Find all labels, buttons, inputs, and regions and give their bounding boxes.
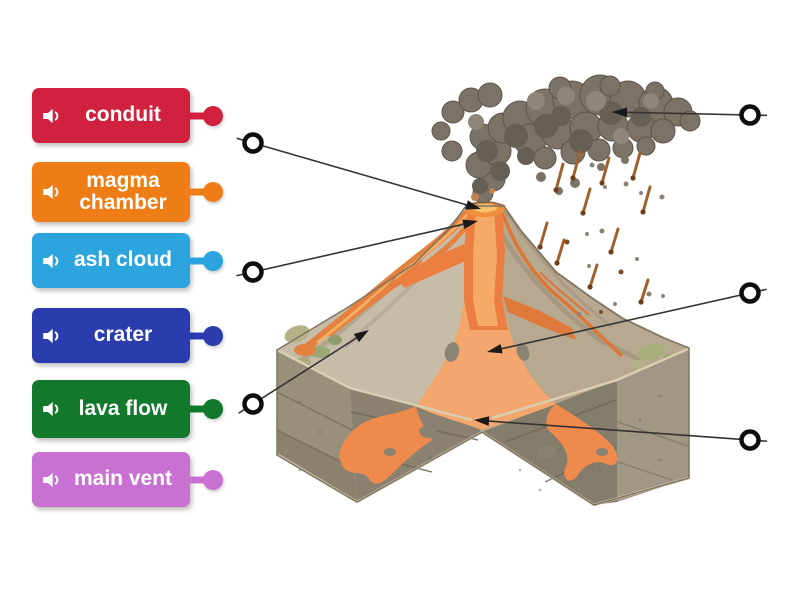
leader-arrowhead [465,200,481,210]
speaker-icon[interactable] [42,400,61,419]
connector-stub [189,112,206,119]
connector-stub [189,188,206,196]
speaker-icon[interactable] [42,326,61,345]
target-circles [242,104,761,451]
connector-dot [203,325,223,346]
leader-arrowhead [487,344,503,354]
connector-stub [189,405,206,413]
label-text: main vent [73,467,173,491]
connector-stub [189,476,206,483]
label-text: magma chamber [79,168,167,214]
connector-dot [203,182,223,202]
speaker-icon[interactable] [42,106,61,125]
label-crater[interactable]: crater [32,308,223,363]
label-main-vent[interactable]: main vent [32,452,223,507]
leader-arrowhead [462,219,478,229]
target-circle[interactable] [242,261,264,283]
label-conduit[interactable]: conduit [32,88,223,143]
label-text: lava flow [78,396,168,420]
leader-line [236,137,472,207]
connector-dot [203,469,223,490]
label-lava-flow[interactable]: lava flow [32,380,223,438]
leader-arrowhead [353,330,369,343]
label-magma-chamber[interactable]: magma chamber [32,162,223,222]
tephra [538,150,652,304]
speaker-icon[interactable] [42,183,61,202]
label-ash-cloud[interactable]: ash cloud [32,233,223,288]
target-circle[interactable] [242,132,264,154]
leader-line [483,419,768,443]
leader-arrowhead [474,416,490,426]
leader-arrowhead [612,107,628,118]
leader-line [236,222,469,277]
label-text: ash cloud [73,248,173,272]
target-circle[interactable] [242,393,264,415]
target-circle[interactable] [739,282,761,304]
volcano-illustration [276,74,701,507]
connector-stub [189,257,206,264]
label-text: crater [93,323,153,347]
connector-dot [203,399,223,419]
connector-dot [203,105,223,126]
connector-dot [203,250,223,271]
leader-line [496,288,767,351]
target-circle[interactable] [739,104,761,126]
label-text: conduit [85,103,161,127]
speaker-icon[interactable] [42,251,61,270]
connector-stub [189,332,206,339]
target-circle[interactable] [739,429,761,451]
speaker-icon[interactable] [42,470,61,489]
